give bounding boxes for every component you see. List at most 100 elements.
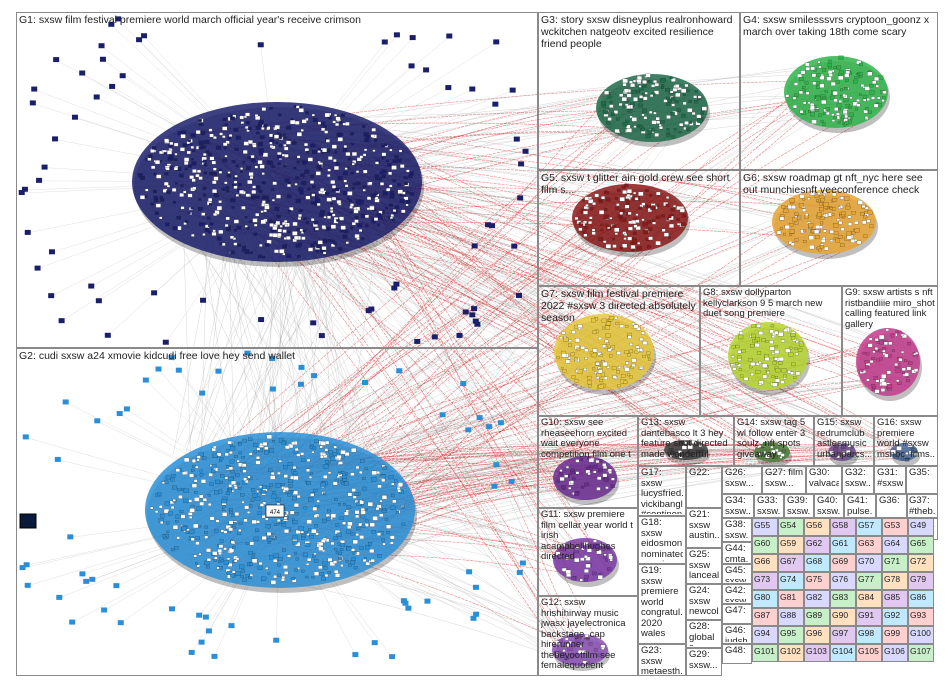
group-label-g93: G93 — [910, 610, 927, 620]
group-label-g62: G62 — [806, 538, 823, 548]
node — [115, 16, 122, 22]
node — [304, 143, 308, 147]
edge — [291, 235, 357, 450]
node — [69, 619, 76, 625]
edge — [375, 101, 808, 200]
node — [258, 121, 263, 126]
edge — [201, 232, 371, 455]
node — [79, 571, 86, 577]
node — [244, 350, 251, 356]
node — [316, 244, 321, 249]
edge — [335, 488, 564, 557]
node — [101, 607, 108, 613]
edge — [172, 230, 217, 455]
node — [171, 188, 177, 192]
node — [474, 321, 481, 327]
node — [292, 231, 298, 236]
edge — [255, 91, 860, 210]
group-label-g94: G94 — [754, 628, 771, 638]
group-label-g64: G64 — [884, 538, 901, 548]
edge — [326, 376, 903, 468]
node — [56, 594, 63, 600]
edge — [311, 360, 737, 464]
edge — [360, 139, 782, 366]
group-label-g61: G61 — [832, 538, 849, 548]
group-label-g56: G56 — [806, 520, 823, 530]
group-label-g42: G42: sxsw... — [725, 586, 749, 602]
group-label-g87: G87 — [754, 610, 771, 620]
group-label-g40: G40: sxsw... — [817, 496, 841, 516]
node — [470, 615, 477, 621]
node — [198, 207, 203, 211]
node — [300, 129, 304, 132]
node — [198, 198, 202, 201]
edge — [218, 245, 283, 454]
node — [21, 186, 28, 192]
edge — [182, 247, 280, 442]
node — [460, 381, 467, 387]
edge — [228, 234, 235, 446]
node — [439, 412, 446, 418]
edge — [372, 190, 804, 209]
node — [324, 191, 330, 196]
node — [119, 73, 126, 79]
node — [342, 234, 348, 239]
node — [165, 222, 170, 227]
node — [368, 306, 375, 312]
node — [423, 67, 430, 73]
node — [282, 133, 286, 136]
node — [219, 242, 223, 245]
group-label-g31: G31: #sxsw... — [877, 468, 903, 489]
edge — [312, 166, 906, 457]
node — [389, 654, 396, 660]
node — [371, 640, 378, 646]
group-label-g19: G19: sxsw premiere world congratul... 20… — [641, 566, 683, 642]
node — [88, 283, 95, 289]
edge — [193, 80, 810, 135]
node — [362, 189, 366, 192]
group-label-g82: G82 — [806, 592, 823, 602]
node — [485, 222, 492, 228]
edge — [315, 378, 904, 486]
node — [179, 173, 184, 178]
node — [402, 600, 409, 606]
node — [71, 114, 78, 120]
group-label-g47: G47: — [725, 606, 746, 616]
edge — [233, 230, 339, 444]
node — [399, 198, 405, 204]
node — [48, 293, 55, 299]
node — [508, 478, 515, 484]
node — [202, 186, 207, 190]
edge — [317, 213, 567, 663]
group-label-g66: G66 — [754, 556, 771, 566]
node — [222, 135, 226, 139]
group-label-g89: G89 — [806, 610, 823, 620]
node — [233, 219, 239, 224]
node — [266, 199, 270, 203]
group-label-g30: G30: valvaca... — [809, 468, 839, 489]
edge — [332, 185, 896, 450]
node — [99, 56, 106, 62]
node — [295, 176, 299, 180]
edge — [363, 183, 585, 658]
group-label-g11: G11: sxsw premiere film cellar year worl… — [541, 510, 633, 562]
group-label-g49: G49 — [910, 520, 927, 530]
group-label-g48: G48: — [725, 646, 746, 656]
node — [234, 147, 239, 152]
node — [469, 86, 476, 92]
node — [394, 205, 400, 210]
node — [300, 173, 305, 178]
node — [389, 190, 394, 195]
edge — [354, 103, 836, 173]
node — [471, 306, 478, 312]
node — [188, 649, 195, 655]
node — [354, 234, 360, 239]
node — [242, 245, 246, 249]
group-label-g3: G3: story sxsw disneyplus realronhoward … — [541, 14, 736, 50]
node — [513, 136, 520, 142]
node — [404, 182, 408, 186]
edge — [300, 335, 776, 459]
node — [182, 143, 188, 147]
node — [142, 377, 149, 383]
group-label-g69: G69 — [832, 556, 849, 566]
